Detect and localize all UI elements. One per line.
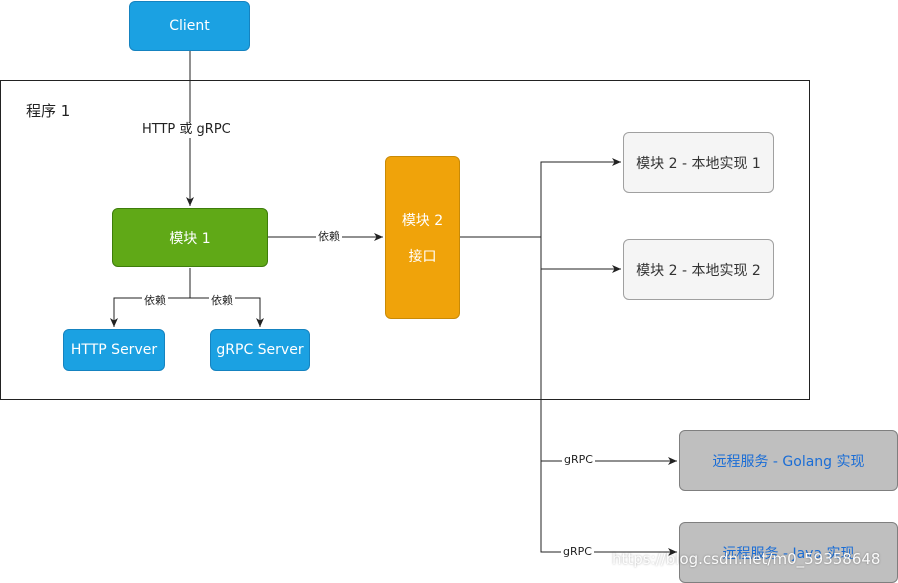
edge-label-grpc-remote-golang: gRPC: [562, 453, 595, 467]
watermark: https://blog.csdn.net/m0_59358648: [612, 550, 881, 568]
module2-title: 模块 2: [401, 212, 444, 229]
grpc-server-label: gRPC Server: [216, 342, 304, 358]
program-label: 程序 1: [26, 102, 71, 120]
edge-module2-to-impl1: [460, 158, 621, 238]
edge-label-module1-depends-grpc: 依赖: [209, 294, 235, 308]
grpc-server-node[interactable]: gRPC Server: [210, 329, 310, 371]
local-impl2-label: 模块 2 - 本地实现 2: [636, 262, 761, 279]
client-label: Client: [169, 18, 210, 34]
client-node[interactable]: Client: [129, 1, 250, 51]
edge-label-client-protocol: HTTP 或 gRPC: [140, 122, 233, 138]
module1-label: 模块 1: [169, 230, 211, 247]
local-impl1-label: 模块 2 - 本地实现 1: [636, 155, 761, 172]
module2-subtitle: 接口: [408, 248, 437, 265]
remote-service-other-node[interactable]: 远程服务 - Java 实现: [679, 522, 898, 583]
remote-service-golang-label: 远程服务 - Golang 实现: [712, 453, 865, 470]
http-server-node[interactable]: HTTP Server: [63, 329, 165, 371]
local-impl1-node[interactable]: 模块 2 - 本地实现 1: [623, 132, 774, 193]
edge-module2-to-remote-other: [540, 461, 677, 556]
edge-label-module1-depends-http: 依赖: [142, 294, 168, 308]
program-container: [0, 80, 810, 400]
local-impl2-node[interactable]: 模块 2 - 本地实现 2: [623, 239, 774, 300]
remote-service-other-label: 远程服务 - Java 实现: [722, 545, 855, 562]
edge-label-grpc-remote-other: gRPC: [561, 545, 594, 559]
module2-interface-node[interactable]: 模块 2 接口: [385, 156, 460, 319]
http-server-label: HTTP Server: [70, 342, 158, 358]
module1-node[interactable]: 模块 1: [112, 208, 268, 267]
edge-label-module1-depends-module2: 依赖: [316, 230, 342, 244]
remote-service-golang-node[interactable]: 远程服务 - Golang 实现: [679, 430, 898, 491]
